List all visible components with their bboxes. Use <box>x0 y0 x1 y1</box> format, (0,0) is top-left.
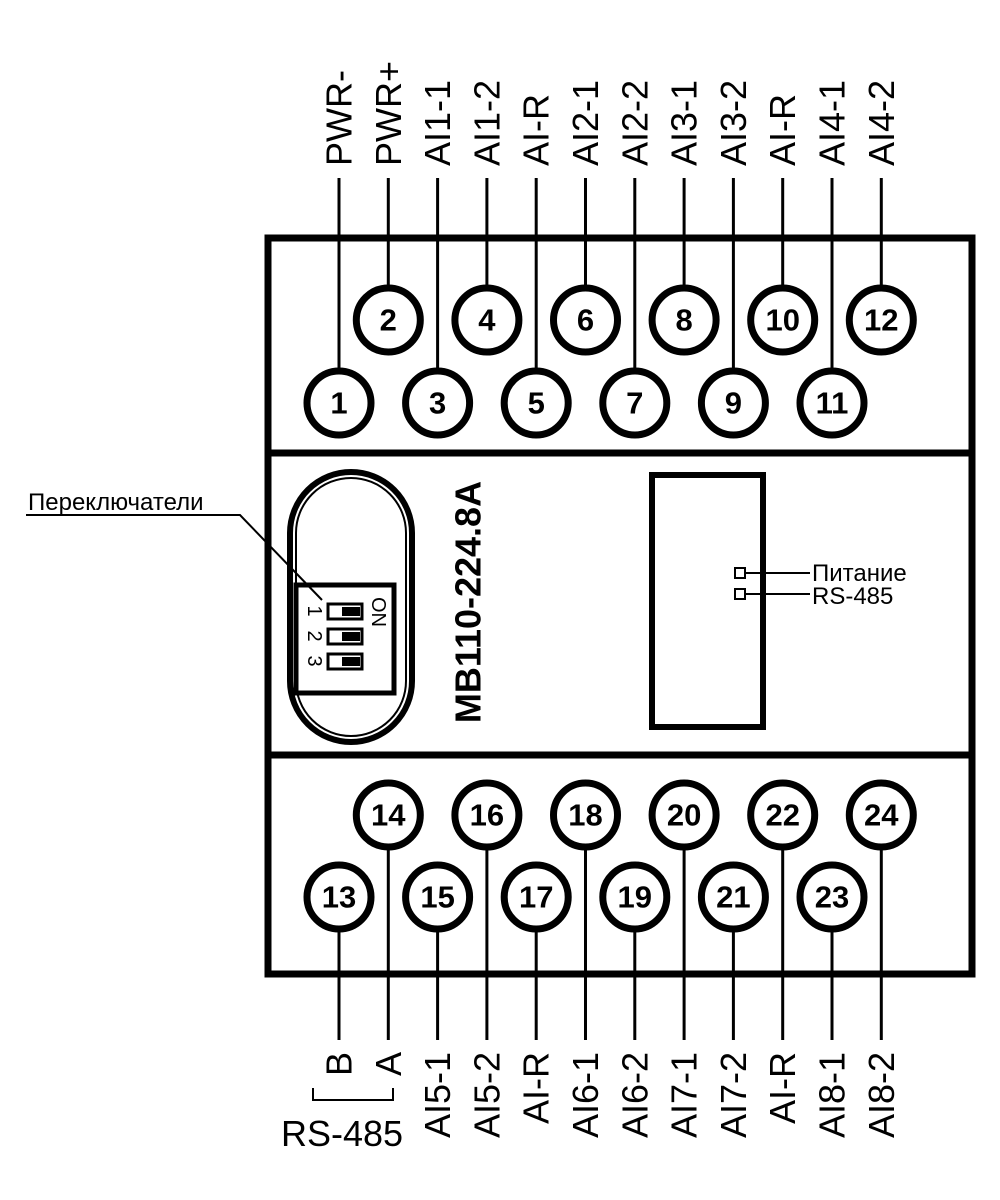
terminal-21[interactable] <box>697 861 769 933</box>
pin-label-24: AI8-2 <box>861 1052 902 1138</box>
terminal-number-13: 13 <box>322 880 356 915</box>
indicator-window <box>649 472 766 730</box>
wires-layer <box>337 178 883 1040</box>
pin-label-15: AI5-1 <box>417 1052 458 1138</box>
terminal-18[interactable] <box>550 779 621 851</box>
terminal-5[interactable] <box>500 367 572 439</box>
terminal-number-10: 10 <box>765 303 799 338</box>
dip-switch-2-knob <box>342 632 360 641</box>
pin-label-9: AI3-2 <box>713 80 754 166</box>
pin-label-6: AI2-1 <box>565 80 606 166</box>
switch-window <box>287 469 415 745</box>
terminal-number-7: 7 <box>626 386 643 421</box>
terminal-12[interactable] <box>845 284 917 356</box>
pin-label-23: AI8-1 <box>812 1052 853 1138</box>
terminal-number-9: 9 <box>725 386 742 421</box>
terminal-number-11: 11 <box>816 386 849 421</box>
terminal-16[interactable] <box>451 779 523 851</box>
terminal-11[interactable] <box>796 367 868 439</box>
pin-label-20: AI7-1 <box>664 1052 705 1138</box>
pin-label-8: AI3-1 <box>664 80 705 166</box>
model-label: МВ110-224.8А <box>448 481 489 723</box>
pin-label-10: AI-R <box>762 94 803 166</box>
switch-on-label: ON <box>367 597 389 627</box>
terminal-number-19: 19 <box>618 880 652 915</box>
terminal-4[interactable] <box>451 284 523 356</box>
terminal-23[interactable] <box>796 861 868 933</box>
led-rs485 <box>734 588 746 600</box>
pin-label-2: PWR+ <box>368 61 409 166</box>
terminal-number-16: 16 <box>470 798 504 833</box>
led-power-label: Питание <box>812 560 907 587</box>
rs485-bracket <box>312 1088 394 1101</box>
terminal-22[interactable] <box>747 779 819 851</box>
terminal-10[interactable] <box>747 284 819 356</box>
terminal-number-22: 22 <box>765 798 799 833</box>
terminal-19[interactable] <box>599 861 671 933</box>
terminal-2[interactable] <box>352 284 424 356</box>
pin-label-18: AI6-1 <box>565 1052 606 1138</box>
terminal-number-15: 15 <box>420 880 454 915</box>
terminal-number-12: 12 <box>864 303 898 338</box>
terminal-number-3: 3 <box>429 386 446 421</box>
terminal-number-2: 2 <box>380 303 397 338</box>
pin-label-16: AI5-2 <box>466 1052 507 1138</box>
pin-label-11: AI4-1 <box>812 80 853 166</box>
terminal-20[interactable] <box>648 779 720 851</box>
led-rs485-label: RS-485 <box>812 583 893 610</box>
pin-label-19: AI6-2 <box>614 1052 655 1138</box>
pin-label-21: AI7-2 <box>713 1052 754 1138</box>
terminal-6[interactable] <box>550 284 621 356</box>
terminal-number-1: 1 <box>330 386 347 421</box>
terminal-number-17: 17 <box>519 880 553 915</box>
terminal-9[interactable] <box>697 367 769 439</box>
terminal-number-14: 14 <box>371 798 406 833</box>
terminal-3[interactable] <box>402 367 474 439</box>
terminal-17[interactable] <box>500 861 572 933</box>
terminal-number-4: 4 <box>478 303 496 338</box>
terminal-7[interactable] <box>599 367 671 439</box>
pin-label-1: PWR- <box>319 70 360 166</box>
terminal-number-23: 23 <box>815 880 849 915</box>
switches-callout-label: Переключатели <box>28 489 204 516</box>
pin-label-17: AI-R <box>516 1052 557 1124</box>
terminal-8[interactable] <box>648 284 720 356</box>
pin-label-7: AI2-2 <box>614 80 655 166</box>
pin-label-4: AI1-2 <box>466 80 507 166</box>
terminal-24[interactable] <box>845 779 917 851</box>
rs485-group-label: RS-485 <box>281 1113 403 1154</box>
pin-label-5: AI-R <box>516 94 557 166</box>
led-power <box>734 567 746 579</box>
terminal-15[interactable] <box>402 861 474 933</box>
terminal-number-6: 6 <box>577 303 594 338</box>
terminal-number-18: 18 <box>568 798 602 833</box>
terminal-number-24: 24 <box>864 798 899 833</box>
dip-switch-1-knob <box>342 607 360 616</box>
pin-label-22: AI-R <box>762 1052 803 1124</box>
pin-label-12: AI4-2 <box>861 80 902 166</box>
device-housing <box>264 234 976 978</box>
terminal-1[interactable] <box>303 367 375 439</box>
switch-number-3: 3 <box>303 655 325 666</box>
terminal-13[interactable] <box>303 861 375 933</box>
pin-label-3: AI1-1 <box>417 80 458 166</box>
dip-switch-3-knob <box>342 657 360 666</box>
switches-callout-line <box>26 514 323 601</box>
pin-label-14: A <box>368 1052 409 1076</box>
switch-number-2: 2 <box>303 630 325 641</box>
terminal-number-20: 20 <box>667 798 701 833</box>
terminal-14[interactable] <box>352 779 424 851</box>
pin-label-13: B <box>319 1052 360 1076</box>
switch-number-1: 1 <box>303 605 325 616</box>
terminal-number-5: 5 <box>528 386 545 421</box>
terminal-number-8: 8 <box>675 303 692 338</box>
terminal-number-21: 21 <box>716 880 750 915</box>
